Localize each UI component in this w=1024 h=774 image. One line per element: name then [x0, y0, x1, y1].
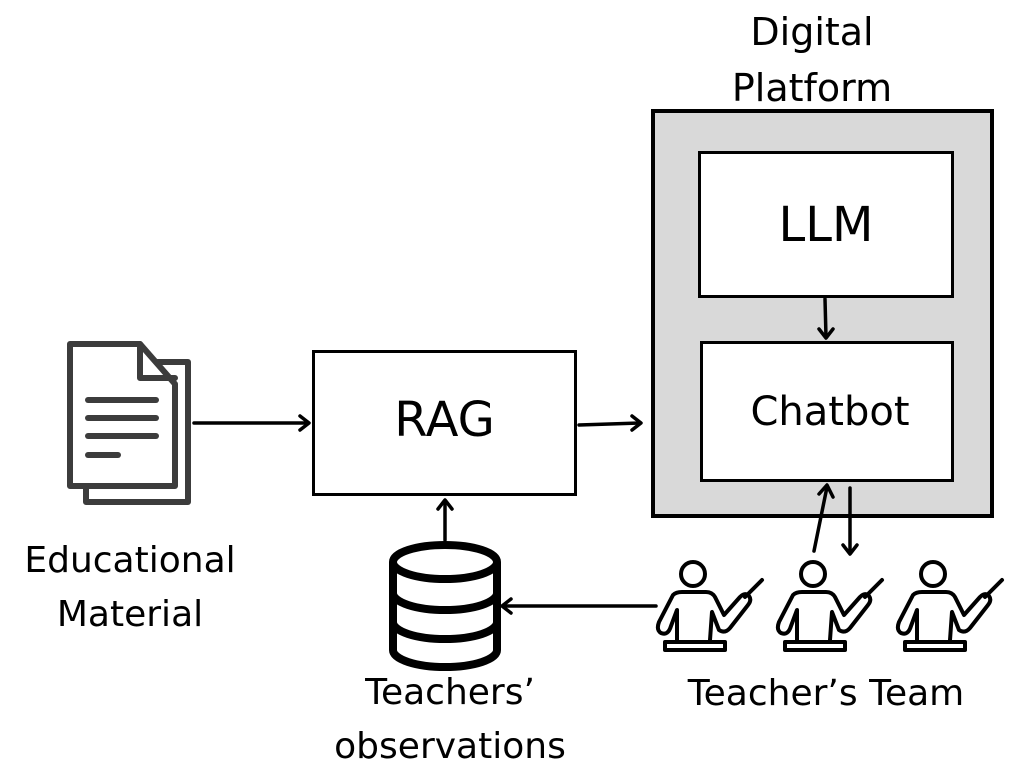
- arrow-material-to-rag: [192, 414, 311, 432]
- arrow-teacher-to-database: [500, 597, 658, 615]
- database-icon: [389, 541, 501, 671]
- teacher-head: [679, 560, 707, 588]
- teacher-pointer: [863, 578, 884, 599]
- llm-box: LLM: [698, 151, 954, 298]
- database-band-1: [389, 592, 501, 614]
- educational-material-label: Educational Material: [20, 534, 240, 642]
- document-back-page: [83, 359, 191, 505]
- chatbot-label: Chatbot: [750, 388, 910, 435]
- llm-label: LLM: [778, 196, 874, 253]
- arrow-rag-to-platform: [577, 414, 643, 432]
- teacher-pointer: [983, 578, 1004, 599]
- educational-material-line1: Educational: [24, 540, 236, 581]
- platform-title: Digital Platform: [712, 4, 912, 116]
- observations-label: Teachers’ observations: [325, 666, 575, 774]
- database-top: [389, 541, 501, 583]
- educational-material-line2: Material: [56, 594, 204, 635]
- teacher-desk: [663, 640, 727, 652]
- platform-title-line1: Digital: [750, 10, 874, 54]
- rag-label: RAG: [394, 392, 495, 448]
- arrow-database-to-rag: [436, 498, 454, 542]
- teacher-head: [799, 560, 827, 588]
- document-front-page: [67, 341, 178, 489]
- teacher-icons: [655, 560, 1004, 652]
- observations-line1: Teachers’: [365, 672, 535, 713]
- database-body: [389, 562, 501, 671]
- teachers-team-label: Teacher’s Team: [687, 673, 965, 714]
- document-icon: [67, 341, 191, 505]
- teacher-desk: [903, 640, 967, 652]
- chatbot-box: Chatbot: [700, 341, 954, 482]
- teacher-icon: [775, 560, 884, 652]
- teacher-icon: [895, 560, 1004, 652]
- observations-line2: observations: [334, 726, 566, 767]
- document-fold: [137, 341, 178, 381]
- teacher-body: [895, 590, 993, 642]
- teacher-body: [775, 590, 873, 642]
- platform-title-line2: Platform: [731, 66, 893, 110]
- database-band-2: [389, 621, 501, 643]
- teacher-head: [919, 560, 947, 588]
- teacher-desk: [783, 640, 847, 652]
- teacher-icon: [655, 560, 764, 652]
- teacher-body: [655, 590, 753, 642]
- rag-box: RAG: [312, 350, 577, 496]
- teacher-pointer: [743, 578, 764, 599]
